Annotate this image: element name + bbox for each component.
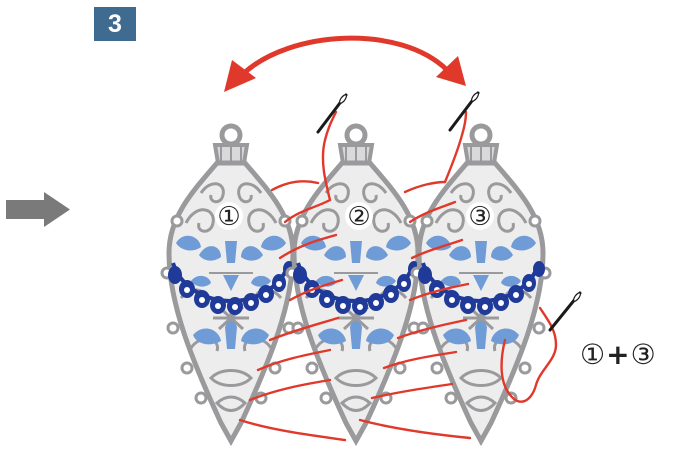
ornament-label-1: ① bbox=[215, 202, 243, 232]
ornament-label-1-text: ① bbox=[217, 202, 240, 232]
formula-left: ① bbox=[580, 338, 606, 371]
ornament-label-3-text: ③ bbox=[468, 202, 491, 232]
ornament-label-2: ② bbox=[345, 202, 373, 232]
sewing-needle-icon bbox=[548, 291, 582, 332]
ornament-2 bbox=[287, 126, 425, 441]
double-headed-curved-arrow-icon bbox=[224, 35, 466, 92]
ornament-label-3: ③ bbox=[466, 202, 494, 232]
ornament-label-2-text: ② bbox=[347, 202, 370, 232]
step-number-badge: 3 bbox=[94, 7, 136, 41]
stitching-threads bbox=[238, 110, 558, 442]
ornament-3 bbox=[412, 126, 550, 441]
formula-operator: + bbox=[606, 338, 630, 371]
combination-formula: ①+③ bbox=[580, 338, 656, 371]
sewing-needle-icon bbox=[316, 93, 348, 134]
right-arrow-icon bbox=[6, 192, 70, 227]
sewing-needle-icon bbox=[448, 91, 480, 132]
formula-right: ③ bbox=[630, 338, 656, 371]
ornament-1 bbox=[162, 126, 300, 441]
